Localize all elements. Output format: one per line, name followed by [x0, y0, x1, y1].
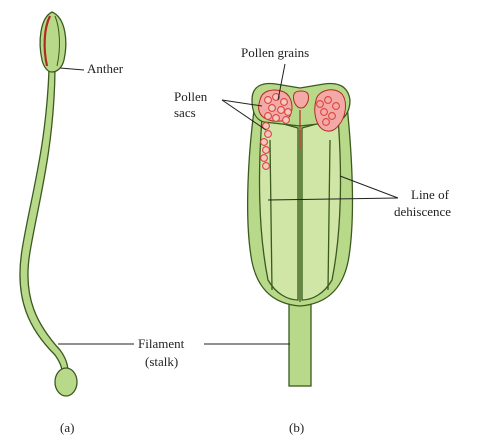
pollen-sac-center: [293, 91, 308, 108]
label-pollen-sacs-1: Pollen: [174, 89, 208, 104]
label-line-of-dehiscence-1: Line of: [411, 187, 450, 202]
pollen-grain: [278, 107, 285, 114]
pollen-grain: [273, 115, 280, 122]
label-pollen-grains: Pollen grains: [241, 45, 309, 60]
label-line-of-dehiscence-2: dehiscence: [394, 204, 451, 219]
pollen-grain: [333, 103, 340, 110]
pollen-grain: [329, 113, 336, 120]
label-filament-1: Filament: [138, 336, 185, 351]
pollen-grain: [261, 139, 268, 146]
pollen-grain: [325, 97, 332, 104]
caption-a: (a): [60, 420, 74, 435]
pollen-grain: [321, 109, 328, 116]
pollen-grain: [261, 155, 268, 162]
label-pollen-sacs-2: sacs: [174, 105, 196, 120]
pollen-grain: [283, 117, 290, 124]
stamen-whole: [20, 12, 77, 396]
pollen-grain: [265, 97, 272, 104]
caption-b: (b): [289, 420, 304, 435]
pollen-grain: [263, 147, 270, 154]
anther-section: [248, 84, 353, 386]
filament-base-a: [55, 368, 77, 396]
label-filament-2: (stalk): [145, 354, 178, 369]
pollen-grain: [317, 101, 324, 108]
leader-anther: [60, 68, 84, 70]
filament-a: [20, 70, 68, 372]
filament-b: [289, 296, 311, 386]
pollen-grain: [281, 99, 288, 106]
pollen-grain: [265, 131, 272, 138]
pollen-grain: [265, 113, 272, 120]
pollen-grain: [269, 105, 276, 112]
pollen-grain: [263, 163, 270, 170]
pollen-grain: [285, 109, 292, 116]
label-anther: Anther: [87, 61, 124, 76]
pollen-grain: [323, 119, 330, 126]
